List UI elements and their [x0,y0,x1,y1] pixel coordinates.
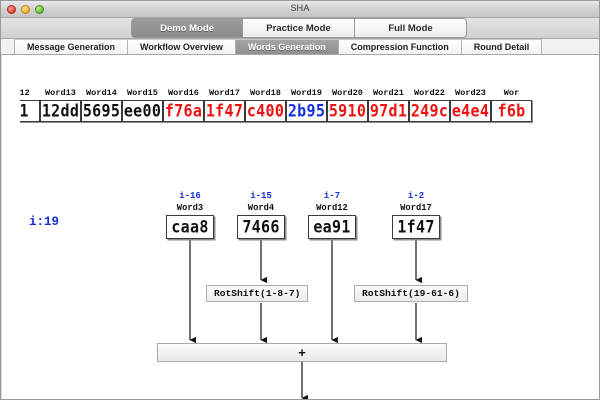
word-cell[interactable]: Word19 2b95 [286,87,327,122]
rotshift-box-2[interactable]: RotShift(19-61-6) [354,285,468,302]
rotshift-box-1[interactable]: RotShift(1-8-7) [206,285,309,302]
word-value: ee00 [123,100,162,121]
input-name-label: Word17 [400,203,432,213]
word-value: 2b95 [287,100,326,121]
input-index-label: i-2 [407,191,425,201]
word-value-box[interactable]: 97d1 [368,100,409,122]
tab-compression-function[interactable]: Compression Function [338,39,462,54]
word-label: Word14 [86,88,117,98]
word-label: Word19 [291,88,322,98]
word-value: c400 [246,100,285,121]
word-value-box[interactable]: 249c [409,100,450,122]
word-cell[interactable]: Word15 ee00 [122,87,163,122]
word-value: 12dd [41,100,80,121]
words-row: rd1291Word1312ddWord145695Word15ee00Word… [20,87,532,122]
word-value-box[interactable]: ee00 [122,100,163,122]
input-node-word4[interactable]: i-15 Word4 7466 [232,191,290,239]
word-value: 5910 [328,100,367,121]
word-cell[interactable]: Word22 249c [409,87,450,122]
word-cell[interactable]: rd12 91 [20,87,40,122]
word-cell[interactable]: Word13 12dd [40,87,81,122]
sub-tab-bar: Message Generation Workflow Overview Wor… [1,39,599,55]
word-cell[interactable]: Word17 1f47 [204,87,245,122]
word-cell[interactable]: Word21 97d1 [368,87,409,122]
word-cell[interactable]: Word16 f76a [163,87,204,122]
word-label: Word21 [373,88,404,98]
word-value-box[interactable]: 2b95 [286,100,327,122]
round-index-label: i:19 [29,215,60,229]
word-label: Word20 [332,88,363,98]
zoom-button[interactable] [35,5,44,14]
word-label: Word22 [414,88,445,98]
word-cell[interactable]: Word20 5910 [327,87,368,122]
input-index-label: i-7 [323,191,341,201]
word-cell[interactable]: Word14 5695 [81,87,122,122]
word-cell[interactable]: Word23 e4e4 [450,87,491,122]
input-value-box[interactable]: ea91 [308,215,356,239]
input-value-box[interactable]: 1f47 [392,215,440,239]
input-value-box[interactable]: caa8 [166,215,214,239]
words-generation-canvas: Right drag mouse to view unseen words an… [1,55,599,399]
word-value-box[interactable]: 5910 [327,100,368,122]
close-button[interactable] [7,5,16,14]
input-name-label: Word12 [316,203,348,213]
word-value-box[interactable]: 5695 [81,100,122,122]
word-value: 5695 [82,100,121,121]
window-controls [7,5,44,14]
word-cell[interactable]: Word18 c400 [245,87,286,122]
word-value-box[interactable]: 12dd [40,100,81,122]
input-value: caa8 [171,216,209,237]
tab-demo-mode[interactable]: Demo Mode [131,18,243,38]
tab-round-detail[interactable]: Round Detail [461,39,543,54]
tab-full-mode[interactable]: Full Mode [355,18,467,38]
word-label: Wor [503,88,520,98]
word-value: 97d1 [369,100,408,121]
word-cell[interactable]: Wor f6b [491,87,532,122]
word-value: 249c [410,100,449,121]
word-value-box[interactable]: f76a [163,100,204,122]
word-label: Word15 [127,88,158,98]
minimize-button[interactable] [21,5,30,14]
input-node-word3[interactable]: i-16 Word3 caa8 [161,191,219,239]
input-value-box[interactable]: 7466 [237,215,285,239]
input-node-word17[interactable]: i-2 Word17 1f47 [387,191,445,239]
word-label: Word13 [45,88,76,98]
input-node-word12[interactable]: i-7 Word12 ea91 [303,191,361,239]
input-value: ea91 [313,216,351,237]
word-label: Word17 [209,88,240,98]
word-label: Word16 [168,88,199,98]
input-index-label: i-15 [250,191,272,201]
word-value: 1f47 [205,100,244,121]
words-strip[interactable]: rd1291Word1312ddWord145695Word15ee00Word… [20,87,592,135]
mode-tab-bar: Demo Mode Practice Mode Full Mode [1,18,599,39]
adder-bar[interactable]: + [157,343,447,362]
word-value: e4e4 [451,100,490,121]
word-value-box[interactable]: f6b [491,100,532,122]
tab-words-generation[interactable]: Words Generation [235,39,339,54]
title-bar: SHA [1,1,599,18]
word-label: rd12 [20,88,30,98]
word-value: 91 [20,100,29,121]
input-value: 1f47 [397,216,435,237]
tab-workflow-overview[interactable]: Workflow Overview [128,39,236,54]
word-label: Word23 [455,88,486,98]
tab-practice-mode[interactable]: Practice Mode [243,18,355,38]
word-value: f6b [497,100,526,121]
word-label: Word18 [250,88,281,98]
word-value-box[interactable]: 1f47 [204,100,245,122]
mode-tab-group: Demo Mode Practice Mode Full Mode [131,18,467,38]
word-value-box[interactable]: c400 [245,100,286,122]
input-name-label: Word4 [247,203,275,213]
word-value-box[interactable]: 91 [20,100,40,122]
tab-message-generation[interactable]: Message Generation [14,39,129,54]
plus-icon: + [298,345,306,360]
input-index-label: i-16 [179,191,201,201]
word-value-box[interactable]: e4e4 [450,100,491,122]
window-title: SHA [290,3,310,13]
input-name-label: Word3 [176,203,204,213]
input-value: 7466 [242,216,280,237]
word-value: f76a [164,100,203,121]
